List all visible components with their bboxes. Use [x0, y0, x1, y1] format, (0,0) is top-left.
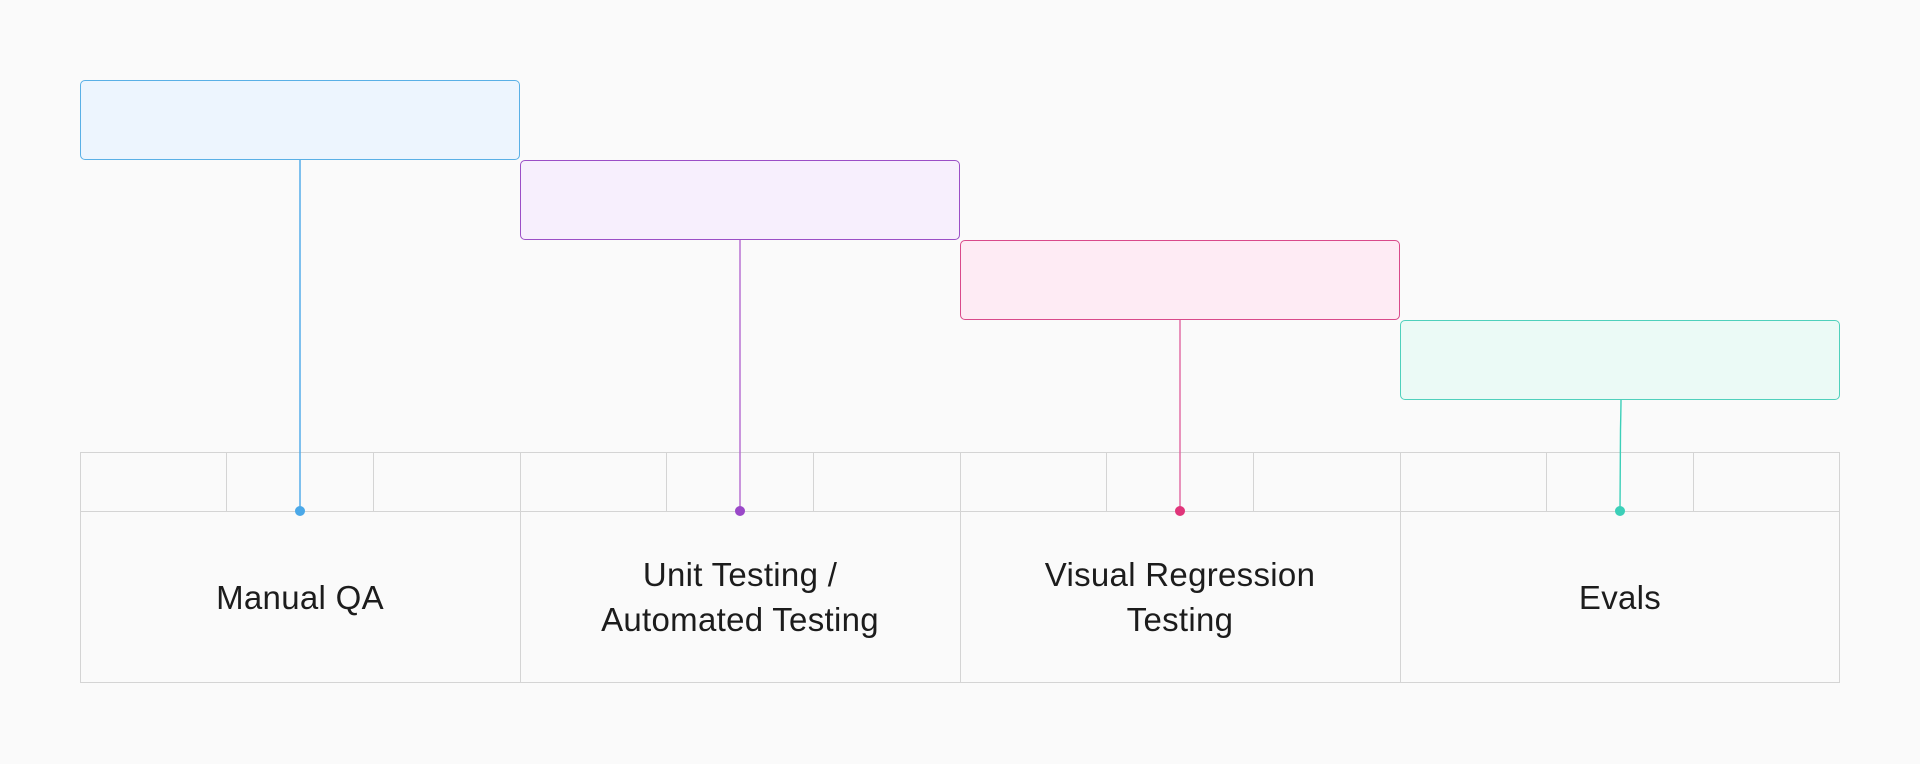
tick-divider	[813, 452, 814, 511]
stage-label-unit-testing: Unit Testing / Automated Testing	[601, 556, 879, 638]
tick-divider	[1106, 452, 1107, 511]
phase-box-evals	[1400, 320, 1840, 400]
tick-divider	[226, 452, 227, 511]
column-divider	[520, 452, 521, 683]
phase-box-visual-regression	[960, 240, 1400, 320]
stage-label-evals: Evals	[1578, 578, 1662, 616]
phase-box-unit-testing	[520, 160, 960, 240]
tick-divider	[1546, 452, 1547, 511]
stage-label-manual-qa: Manual QA	[216, 578, 384, 616]
tick-divider	[1253, 452, 1254, 511]
column-divider	[1400, 452, 1401, 683]
tick-divider	[1693, 452, 1694, 511]
tick-divider	[666, 452, 667, 511]
stage-label-visual-regression: Visual Regression Testing	[1044, 556, 1316, 638]
phase-box-manual-qa	[80, 80, 520, 160]
column-divider	[960, 452, 961, 683]
tick-divider	[373, 452, 374, 511]
